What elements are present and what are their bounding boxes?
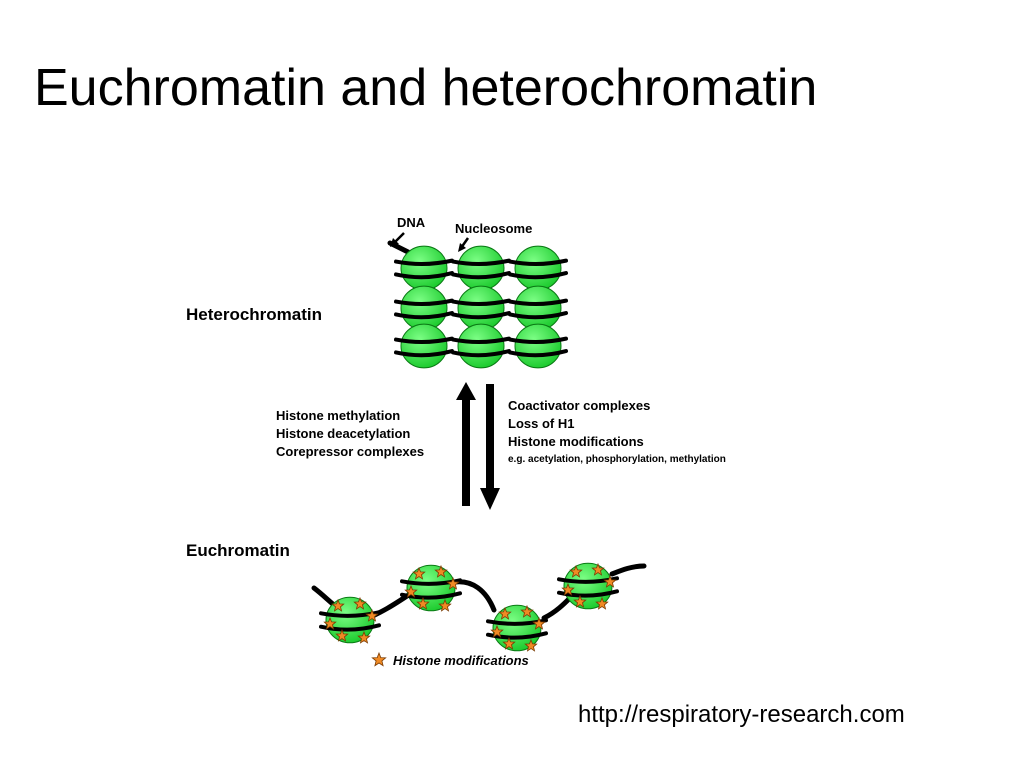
left-factor-3: Corepressor complexes (276, 444, 424, 459)
left-factor-1: Histone methylation (276, 408, 400, 423)
heterochromatin-nucleosome-6 (508, 285, 568, 331)
modification-star-icon (490, 624, 504, 638)
source-url: http://respiratory-research.com (578, 701, 905, 728)
heterochromatin-label: Heterochromatin (186, 305, 322, 324)
dna-strand (311, 563, 647, 621)
modification-star-icon (365, 608, 379, 622)
modification-star-icon (323, 616, 337, 630)
down-arrow-icon (480, 384, 500, 510)
heterochromatin-nucleosomes (394, 245, 568, 369)
dna-tail (387, 240, 411, 255)
nucleosome-pointer-head (458, 243, 466, 252)
modification-star-icon (561, 582, 575, 596)
modification-star-icon (502, 636, 516, 650)
star-icon (371, 651, 387, 667)
right-factor-3: Histone modifications (508, 434, 644, 449)
modification-star-icon (573, 594, 587, 608)
up-arrow-icon (456, 382, 476, 506)
legend-label: Histone modifications (393, 653, 529, 668)
modification-star-icon (591, 562, 605, 576)
modification-star-icon (603, 574, 617, 588)
modification-star-icon (416, 596, 430, 610)
heterochromatin-nucleosome-4 (394, 285, 454, 331)
modification-star-icon (569, 564, 583, 578)
modification-star-icon (353, 596, 367, 610)
left-factor-2: Histone deacetylation (276, 426, 410, 441)
histone-modification-stars (323, 562, 617, 652)
heterochromatin-nucleosome-8 (451, 323, 511, 369)
nucleosome-label: Nucleosome (455, 221, 532, 236)
modification-star-icon (412, 566, 426, 580)
heterochromatin-nucleosome-9 (508, 323, 568, 369)
slide-title: Euchromatin and heterochromatin (34, 59, 818, 117)
right-factor-note: e.g. acetylation, phosphorylation, methy… (508, 454, 726, 465)
euchromatin-label: Euchromatin (186, 541, 290, 560)
modification-star-icon (520, 604, 534, 618)
modification-star-icon (357, 630, 371, 644)
legend: Histone modifications (371, 651, 529, 668)
modification-star-icon (524, 638, 538, 652)
right-factor-1: Coactivator complexes (508, 398, 650, 413)
heterochromatin-nucleosome-3 (508, 245, 568, 291)
modification-star-icon (438, 598, 452, 612)
heterochromatin-nucleosome-5 (451, 285, 511, 331)
dna-label: DNA (397, 215, 426, 230)
modification-star-icon (331, 598, 345, 612)
modification-star-icon (498, 606, 512, 620)
modification-star-icon (595, 596, 609, 610)
modification-star-icon (434, 564, 448, 578)
heterochromatin-nucleosome-7 (394, 323, 454, 369)
modification-star-icon (446, 576, 460, 590)
modification-star-icon (532, 616, 546, 630)
right-factor-2: Loss of H1 (508, 416, 574, 431)
modification-star-icon (404, 584, 418, 598)
modification-star-icon (335, 628, 349, 642)
heterochromatin-nucleosome-2 (451, 245, 511, 291)
